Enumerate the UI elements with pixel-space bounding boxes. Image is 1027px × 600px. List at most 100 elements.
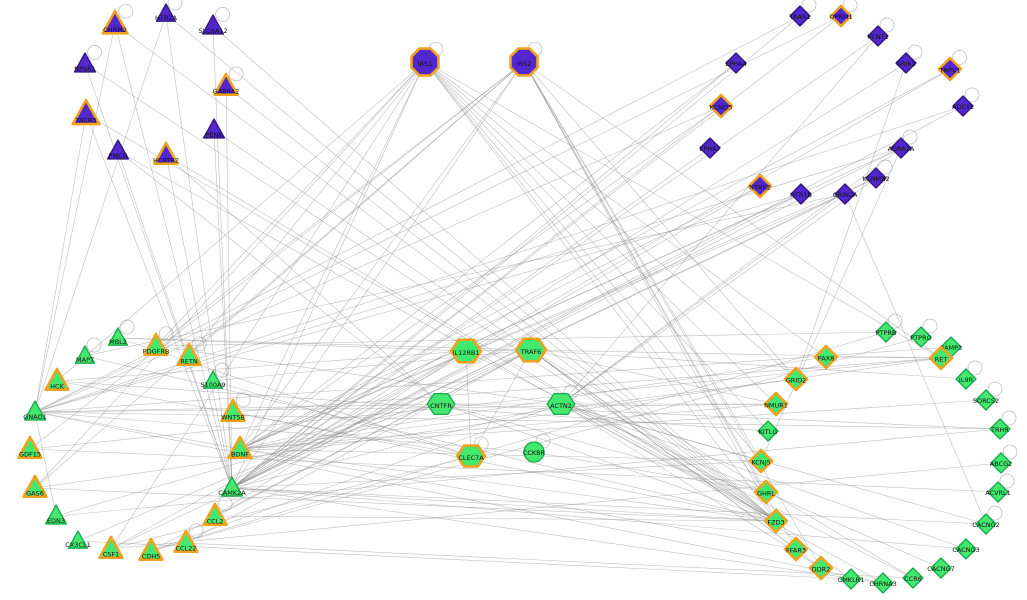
node-TRHR[interactable]: TRHR [989, 418, 1011, 440]
node-PENK[interactable]: PENK [202, 118, 226, 139]
node-TRPV1[interactable]: TRPV1 [937, 56, 963, 82]
triangle-node-shape [173, 529, 199, 553]
edge-FZD3-NPSR1 [84, 63, 777, 522]
edge-CAMK2A-IRS1 [231, 61, 426, 489]
node-EDN3[interactable]: EDN3 [44, 504, 68, 525]
node-IRS2[interactable]: IRS2 [509, 47, 539, 77]
node-CCL22[interactable]: CCL22 [173, 529, 199, 553]
node-GRID2[interactable]: GRID2 [783, 366, 809, 392]
edge-FZD3-TACR3 [85, 113, 777, 522]
node-NPSR1[interactable]: NPSR1 [73, 52, 97, 73]
self-loop-WNT5B [235, 392, 251, 408]
node-HCRTR2[interactable]: HCRTR2 [153, 141, 179, 165]
node-CACNG2[interactable]: CACNG2 [972, 513, 1000, 535]
node-GRIK2[interactable]: GRIK2 [895, 52, 917, 74]
self-loop-KCNT1 [879, 17, 895, 33]
node-WNT5B[interactable]: WNT5B [220, 398, 246, 422]
edge-IRS1-KCNJ5 [424, 61, 762, 462]
node-CDH5[interactable]: CDH5 [138, 537, 164, 561]
node-CSF1[interactable]: CSF1 [98, 535, 124, 559]
node-IL9R[interactable]: IL9R [955, 368, 977, 390]
node-NMUR1[interactable]: NMUR1 [763, 391, 789, 417]
diamond-node-shape [875, 321, 897, 343]
edge-IRS1-KITLG [424, 61, 769, 432]
node-IL12RB1[interactable]: IL12RB1 [449, 338, 483, 364]
node-PTPRO[interactable]: PTPRO [910, 326, 932, 348]
node-CCKBR[interactable]: CCKBR [523, 441, 546, 463]
node-GABRA2[interactable]: GABRA2 [213, 72, 240, 96]
node-ABCG2[interactable]: ABCG2 [990, 452, 1013, 474]
triangle-node-shape [220, 398, 246, 422]
triangle-node-shape [44, 504, 68, 525]
node-DDR2[interactable]: DDR2 [808, 555, 834, 581]
node-FFAR3[interactable]: FFAR3 [783, 536, 809, 562]
edge-BDNF-NTRK2 [239, 185, 761, 450]
node-ACTN2[interactable]: ACTN2 [546, 392, 576, 416]
node-ADCY1[interactable]: ADCY1 [952, 95, 974, 117]
edge-CX3CL1-CMKLR1 [77, 540, 852, 580]
node-TACR3[interactable]: TACR3 [71, 98, 101, 126]
triangle-node-shape [98, 535, 124, 559]
node-HCK[interactable]: HCK [44, 367, 70, 391]
diamond-node-shape [757, 420, 779, 442]
node-TRAF6[interactable]: TRAF6 [514, 337, 548, 363]
diamond-node-shape [955, 538, 977, 560]
node-PMCH[interactable]: PMCH [106, 139, 130, 160]
edge-ACTN2-KCNJ5 [560, 403, 762, 462]
edge-GNAO1-CHRNA3 [34, 411, 884, 584]
node-HTR1B[interactable]: HTR1B [790, 183, 812, 205]
node-KCNJ5[interactable]: KCNJ5 [748, 448, 774, 474]
node-IRS1[interactable]: IRS1 [410, 47, 440, 77]
edge-BDNF-IRS1 [239, 61, 426, 450]
node-GDF15[interactable]: GDF15 [17, 435, 43, 459]
node-GNAO1[interactable]: GNAO1 [23, 400, 47, 421]
edge-GRID2-GRIK2 [795, 62, 907, 380]
diamond-node-shape [910, 326, 932, 348]
diamond-node-shape [955, 368, 977, 390]
node-MAPT[interactable]: MAPT [74, 345, 96, 364]
edge-CAMK2A-FZD3 [231, 487, 777, 522]
edge-FZD3-ACTN2 [560, 403, 777, 522]
node-HTR2A[interactable]: HTR2A [155, 3, 178, 22]
node-CACNG3[interactable]: CACNG3 [952, 538, 980, 560]
edge-IRS1-GRID2 [424, 61, 797, 380]
self-loop-ABCG2 [1002, 444, 1018, 460]
node-MBL2[interactable]: MBL2 [107, 327, 129, 346]
edge-IRS2-RET [523, 61, 942, 359]
node-OPRM1[interactable]: OPRM1 [829, 4, 853, 28]
diamond-node-shape [783, 536, 809, 562]
node-KCNQ3[interactable]: KCNQ3 [708, 93, 734, 119]
node-NTRK2[interactable]: NTRK2 [747, 173, 773, 199]
edge-CAMK2A-CACNG3 [231, 487, 967, 550]
triangle-node-shape [227, 435, 253, 459]
self-loop-NPSR1 [87, 45, 102, 60]
node-CNTFR[interactable]: CNTFR [426, 392, 456, 416]
edge-RET-WNT5B [232, 357, 942, 413]
edge-CAMK2A-GRIK2 [231, 62, 907, 489]
node-SORCS2[interactable]: SORCS2 [973, 389, 999, 411]
node-ACVRL1[interactable]: ACVRL1 [985, 481, 1011, 503]
diamond-node-shape [990, 452, 1012, 474]
node-EPHA4[interactable]: EPHA4 [725, 52, 747, 74]
edge-CAMK2A-KCNT1 [231, 35, 879, 489]
diamond-node-shape [748, 448, 774, 474]
self-loop-OPRM1 [842, 0, 858, 13]
node-EPHA7[interactable]: EPHA7 [699, 137, 721, 159]
edge-ACTN2-KCNT1 [560, 35, 879, 405]
edge-CNTFR-TRHR [440, 403, 1001, 430]
node-KCNT1[interactable]: KCNT1 [867, 25, 889, 47]
node-SLC6A12[interactable]: SLC6A12 [198, 14, 228, 35]
node-CX3CL1[interactable]: CX3CL1 [65, 530, 91, 549]
hexagon-node-shape [546, 392, 576, 416]
edge-BDNF-TRPV1 [239, 68, 951, 450]
node-CCR6[interactable]: CCR6 [902, 567, 924, 589]
edge-ACTN2-PDGFRB [155, 345, 562, 405]
node-CLEC7A[interactable]: CLEC7A [455, 444, 487, 468]
node-CCL2[interactable]: CCL2 [202, 502, 228, 526]
node-PAX8[interactable]: PAX8 [813, 344, 839, 370]
diamond-node-shape [975, 389, 997, 411]
node-KITLG[interactable]: KITLG [757, 420, 779, 442]
node-CHRM2[interactable]: CHRM2 [101, 9, 129, 35]
node-CACNG7[interactable]: CACNG7 [927, 557, 955, 579]
node-PTPRB[interactable]: PTPRB [875, 321, 897, 343]
